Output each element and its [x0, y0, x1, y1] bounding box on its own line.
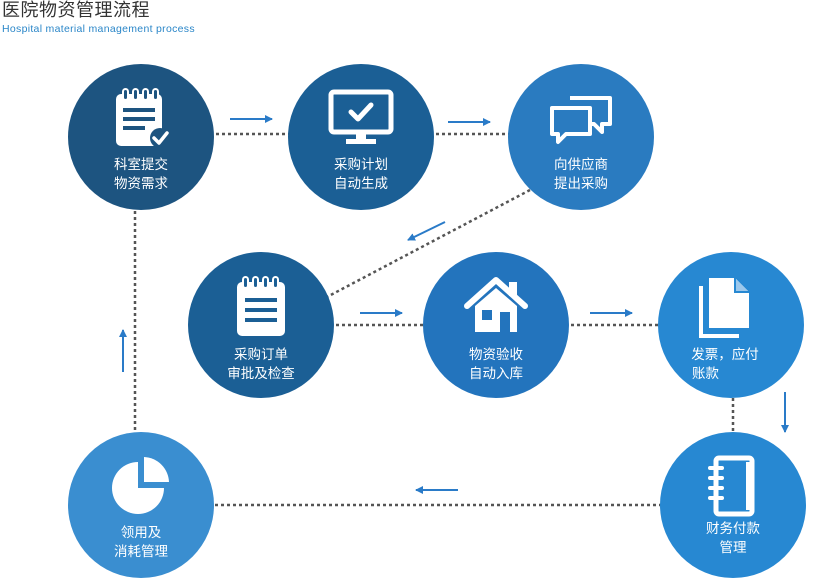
- step-invoice-payable: 发票，应付账款: [658, 252, 804, 398]
- step-acceptance-storage: 物资验收自动入库: [423, 252, 569, 398]
- step-submit-request-label: 科室提交物资需求: [114, 157, 168, 192]
- step-order-approval: 采购订单审批及检查: [188, 252, 334, 398]
- step-submit-request: 科室提交物资需求: [68, 64, 214, 210]
- monitor-check-icon: [328, 88, 394, 152]
- step-consumption-management: 领用及消耗管理: [68, 432, 214, 578]
- step-acceptance-storage-label: 物资验收自动入库: [469, 347, 523, 382]
- step-finance-payment-label: 财务付款管理: [706, 521, 760, 556]
- step-consumption-management-label: 领用及消耗管理: [114, 525, 168, 560]
- step-request-supplier: 向供应商提出采购: [508, 64, 654, 210]
- step-finance-payment: 财务付款管理: [660, 432, 806, 578]
- chat-bubbles-icon: [548, 94, 614, 150]
- connector-3-4: [324, 188, 531, 300]
- pie-chart-icon: [109, 454, 173, 522]
- step-order-approval-label: 采购订单审批及检查: [227, 347, 295, 382]
- page-subtitle: Hospital material management process: [2, 23, 195, 35]
- arrow-diagonal: [407, 221, 446, 241]
- step-request-supplier-label: 向供应商提出采购: [554, 157, 608, 192]
- notebook-icon: [706, 452, 760, 522]
- clipboard-list-icon: [231, 274, 291, 342]
- documents-icon: [697, 274, 753, 344]
- step-invoice-payable-label: 发票，应付账款: [691, 347, 759, 382]
- step-purchase-plan-label: 采购计划自动生成: [334, 157, 388, 192]
- clipboard-check-icon: [108, 86, 174, 156]
- page-title: 医院物资管理流程: [2, 0, 150, 21]
- house-icon: [463, 274, 529, 340]
- step-purchase-plan: 采购计划自动生成: [288, 64, 434, 210]
